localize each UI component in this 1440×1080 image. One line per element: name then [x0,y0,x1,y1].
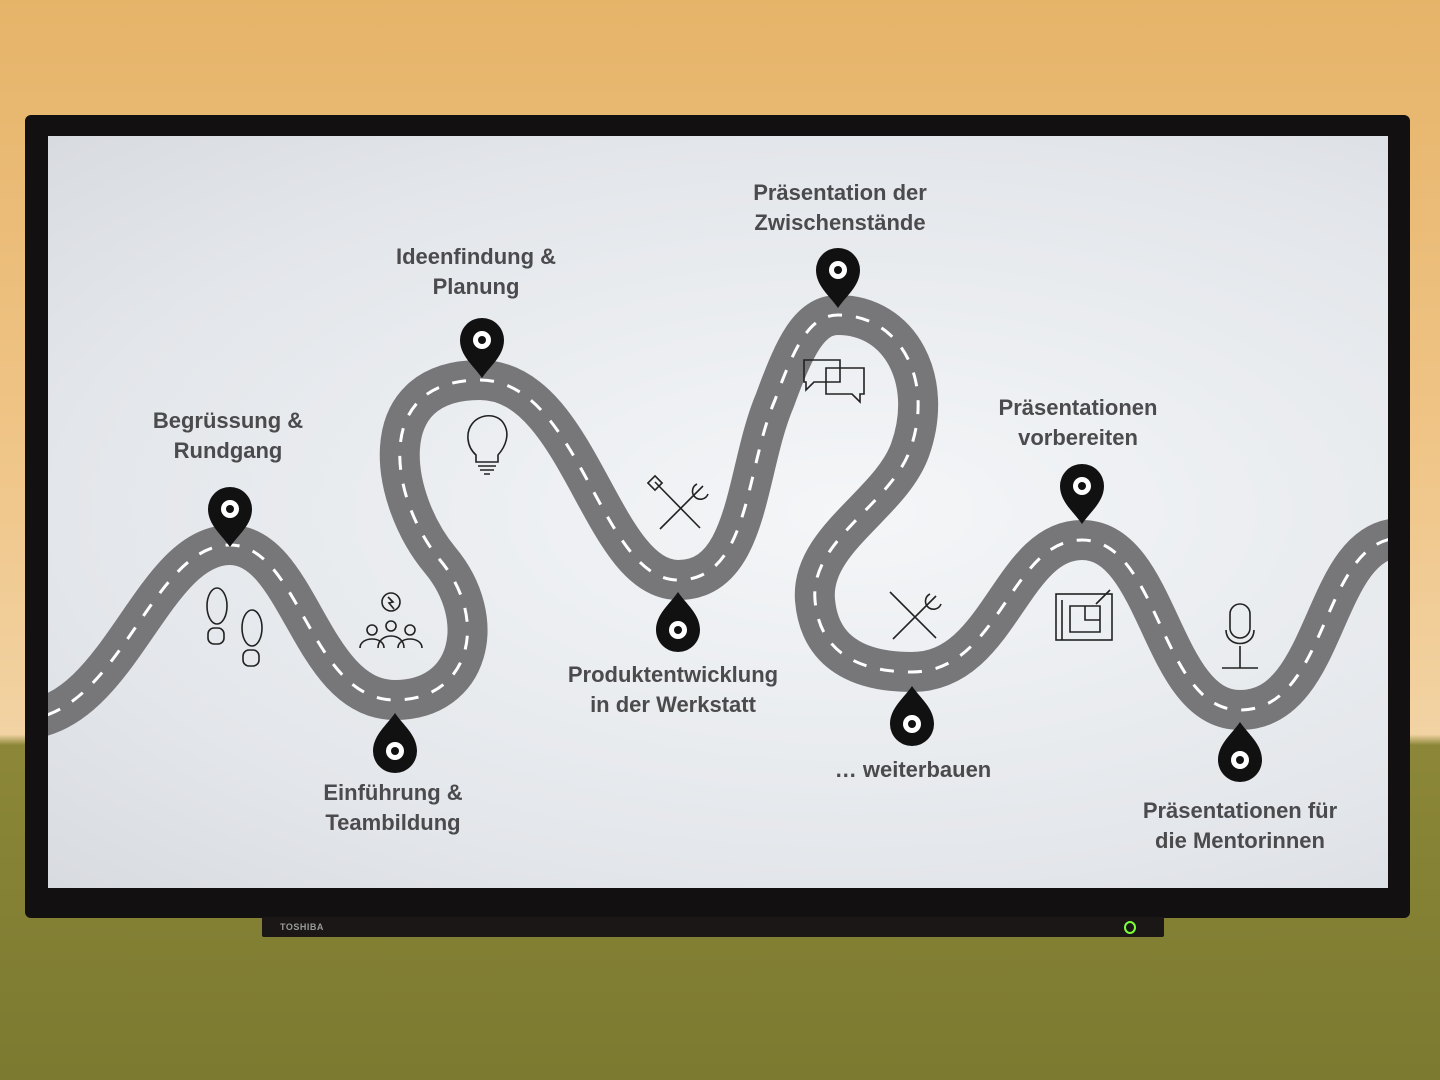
station-label-einfuehrung: Einführung & Teambildung [323,778,462,838]
pin-icon [816,248,860,308]
pin-icon [373,713,417,773]
tv-brand-logo: TOSHIBA [280,922,324,932]
pin-icon [208,487,252,547]
station-label-mentorinnen: Präsentationen für die Mentorinnen [1143,796,1337,856]
tools-icon [889,591,942,640]
lightbulb-icon [467,414,508,475]
station-label-produktentwicklung: Produktentwicklung in der Werkstatt [568,660,778,720]
blueprint-icon [1055,589,1113,641]
tv-soundbar: TOSHIBA [262,917,1164,937]
label-line: Einführung & [323,780,463,805]
label-line: Ideenfindung & [395,244,557,269]
chat-bubbles-icon [803,359,865,404]
label-line: vorbereiten [1018,425,1138,450]
road-path [48,248,1388,782]
label-line: Produktentwicklung [567,662,779,687]
power-led-icon [1124,921,1136,934]
pin-icon [656,592,700,652]
pin-icon [1218,722,1262,782]
tools-icon [646,474,709,530]
label-line: Präsentation der [753,180,927,205]
label-line: Planung [432,274,520,299]
label-line: in der Werkstatt [590,692,756,717]
station-label-begruessung: Begrüssung & Rundgang [153,406,303,466]
label-line: Zwischenstände [754,210,926,235]
station-label-weiterbauen: … weiterbauen [835,755,991,785]
label-line: Präsentationen für [1142,798,1338,823]
label-line: Präsentationen [998,395,1158,420]
pin-icon [890,686,934,746]
station-label-vorbereiten: Präsentationen vorbereiten [999,393,1158,453]
footprints-icon [206,587,263,667]
pin-icon [1060,464,1104,524]
label-line: … weiterbauen [834,757,992,782]
roadmap-slide: Begrüssung & Rundgang Einführung & Teambil… [48,136,1388,888]
team-idea-icon [359,592,423,649]
station-label-ideenfindung: Ideenfindung & Planung [396,242,556,302]
label-line: Teambildung [325,810,461,835]
pin-icon [460,318,504,378]
label-line: die Mentorinnen [1155,828,1325,853]
microphone-icon [1222,603,1258,669]
label-line: Begrüssung & [152,408,304,433]
label-line: Rundgang [173,438,283,463]
